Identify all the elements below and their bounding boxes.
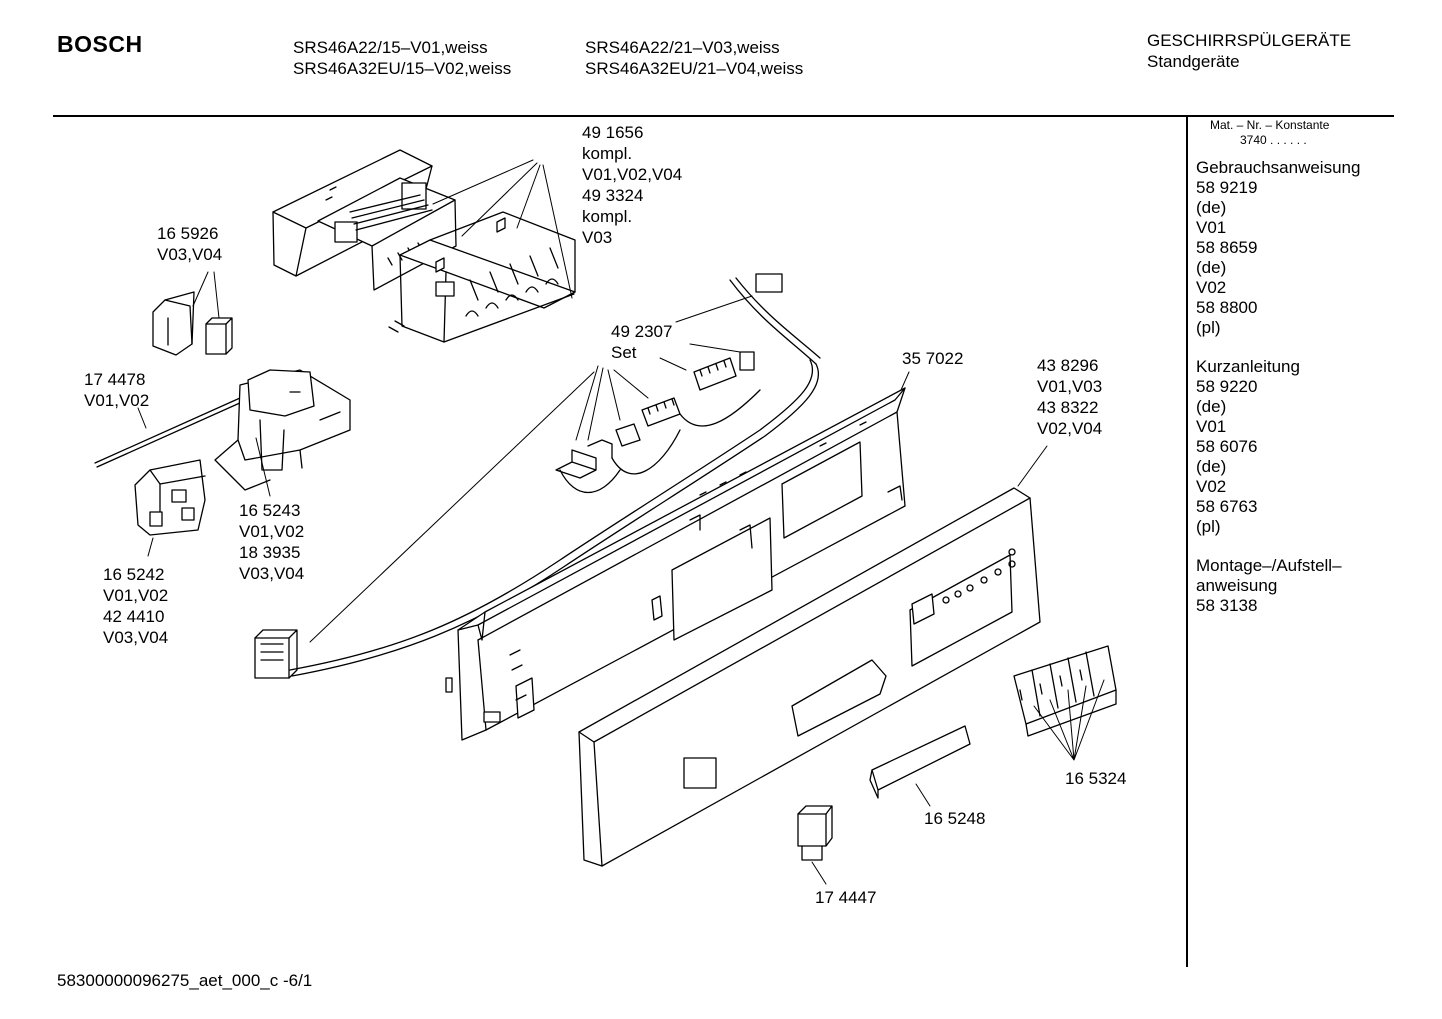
part-control-electronics	[272, 149, 576, 343]
callout-line: kompl.	[582, 207, 633, 226]
callout-165248: 16 5248	[924, 808, 985, 829]
callout-line: 16 5248	[924, 809, 986, 828]
callout-line: V03,V04	[103, 628, 169, 647]
leader-lines	[137, 159, 1105, 885]
model-number: SRS46A22/15–V01,weiss	[293, 38, 488, 57]
callout-line: V01,V02	[103, 586, 169, 605]
part-438296-front-fascia	[578, 487, 1041, 867]
brand-logo: BOSCH	[57, 31, 143, 57]
doc-group-montage: Montage–/Aufstell– anweisung 58 3138	[1196, 556, 1396, 616]
part-165242-switch	[134, 459, 206, 536]
callout-491656: 49 1656 kompl. V01,V02,V04 49 3324 kompl…	[582, 122, 682, 248]
part-357022-panel-frame	[445, 387, 906, 741]
konstante-label: Mat. – Nr. – Konstante	[1210, 118, 1330, 132]
callout-357022: 35 7022	[902, 348, 963, 369]
konstante-value: 3740 . . . . . .	[1240, 133, 1307, 147]
callout-line: 43 8296	[1037, 356, 1099, 375]
doc-line: 58 6076	[1196, 437, 1258, 456]
callout-165926: 16 5926 V03,V04	[157, 223, 222, 265]
callout-165242: 16 5242 V01,V02 42 4410 V03,V04	[103, 564, 168, 648]
callout-line: Set	[611, 343, 637, 362]
part-165926-cap	[205, 317, 233, 355]
callout-165243: 16 5243 V01,V02 18 3935 V03,V04	[239, 500, 304, 584]
callout-174478: 17 4478 V01,V02	[84, 369, 149, 411]
model-number: SRS46A32EU/15–V02,weiss	[293, 59, 512, 78]
part-connector-block	[254, 629, 298, 679]
doc-line: V01	[1196, 417, 1227, 436]
part-174447-clip	[797, 805, 833, 861]
doc-line: (de)	[1196, 397, 1227, 416]
doc-line: (pl)	[1196, 517, 1221, 536]
part-165248-strip	[869, 725, 971, 799]
doc-line: (pl)	[1196, 318, 1221, 337]
doc-line: 58 9220	[1196, 377, 1258, 396]
callout-line: 49 3324	[582, 186, 644, 205]
callout-line: V01,V03	[1037, 377, 1103, 396]
doc-line: V02	[1196, 278, 1227, 297]
part-165926-bracket	[152, 291, 195, 356]
part-174478-wire	[94, 397, 243, 468]
callout-line: V01,V02	[84, 391, 150, 410]
doc-line: 58 8800	[1196, 298, 1258, 317]
callout-line: V01,V02	[239, 522, 305, 541]
callout-line: 49 2307	[611, 322, 673, 341]
callout-line: 35 7022	[902, 349, 964, 368]
sidebar-divider	[1186, 117, 1188, 967]
part-165243-housing	[214, 369, 351, 491]
callout-line: V02,V04	[1037, 419, 1103, 438]
doc-line: (de)	[1196, 457, 1227, 476]
doc-line: (de)	[1196, 258, 1227, 277]
callout-line: 17 4447	[815, 888, 877, 907]
callout-line: 42 4410	[103, 607, 165, 626]
doc-group-gebrauchsanweisung: Gebrauchsanweisung 58 9219 (de) V01 58 8…	[1196, 158, 1396, 338]
doc-line: (de)	[1196, 198, 1227, 217]
callout-line: 17 4478	[84, 370, 146, 389]
doc-line: Kurzanleitung	[1196, 357, 1300, 376]
callout-line: 16 5926	[157, 224, 219, 243]
callout-line: 16 5242	[103, 565, 165, 584]
documentation-sidebar: Mat. – Nr. – Konstante 3740 . . . . . . …	[1196, 118, 1396, 616]
callout-line: 16 5324	[1065, 769, 1127, 788]
callout-174447: 17 4447	[815, 887, 876, 908]
doc-line: V01	[1196, 218, 1227, 237]
document-code: 58300000096275_aet_000_c -6/1	[57, 971, 313, 990]
doc-line: 58 8659	[1196, 238, 1258, 257]
callout-492307: 49 2307 Set	[611, 321, 672, 363]
doc-group-kurzanleitung: Kurzanleitung 58 9220 (de) V01 58 6076 (…	[1196, 357, 1396, 537]
doc-line: Montage–/Aufstell–	[1196, 556, 1342, 575]
header-divider	[53, 115, 1394, 117]
doc-line: V02	[1196, 477, 1227, 496]
callout-line: 16 5243	[239, 501, 301, 520]
doc-line: anweisung	[1196, 576, 1278, 595]
doc-line: 58 3138	[1196, 596, 1258, 615]
category-title: GESCHIRRSPÜLGERÄTE	[1147, 31, 1352, 50]
part-165324-buttons	[1013, 645, 1117, 737]
callout-line: V01,V02,V04	[582, 165, 683, 184]
doc-line: 58 6763	[1196, 497, 1258, 516]
callout-line: 49 1656	[582, 123, 644, 142]
category-heading: GESCHIRRSPÜLGERÄTE Standgeräte	[1147, 30, 1351, 72]
callout-line: V03,V04	[239, 564, 305, 583]
callout-438296: 43 8296 V01,V03 43 8322 V02,V04	[1037, 355, 1102, 439]
doc-line: 58 9219	[1196, 178, 1258, 197]
callout-line: 18 3935	[239, 543, 301, 562]
callout-165324: 16 5324	[1065, 768, 1126, 789]
model-number: SRS46A22/21–V03,weiss	[585, 38, 780, 57]
category-subtitle: Standgeräte	[1147, 52, 1240, 71]
doc-line: Gebrauchsanweisung	[1196, 158, 1361, 177]
model-number: SRS46A32EU/21–V04,weiss	[585, 59, 804, 78]
callout-line: 43 8322	[1037, 398, 1099, 417]
callout-line: V03	[582, 228, 613, 247]
callout-line: kompl.	[582, 144, 633, 163]
part-492307-harness	[289, 273, 821, 677]
callout-line: V03,V04	[157, 245, 223, 264]
